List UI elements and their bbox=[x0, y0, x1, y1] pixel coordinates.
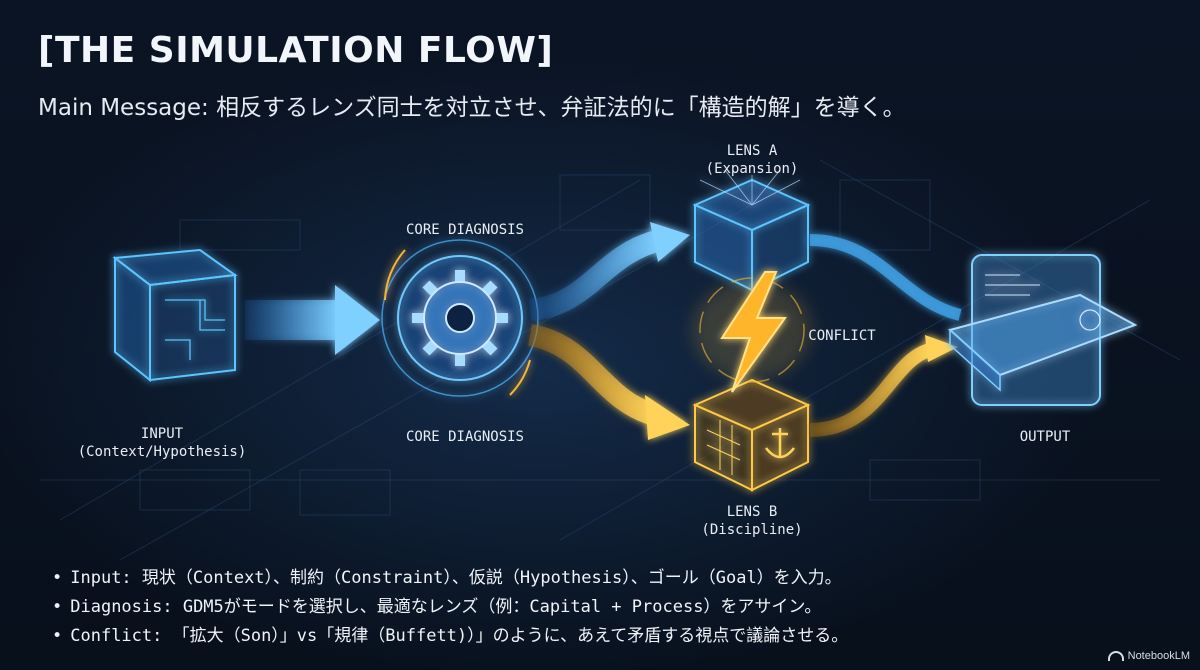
discipline-arrow bbox=[527, 324, 690, 440]
page-title: [THE SIMULATION FLOW] bbox=[38, 30, 554, 71]
core-diagnosis-top-label: CORE DIAGNOSIS bbox=[405, 222, 524, 238]
core-diagnosis-gear-icon bbox=[381, 239, 539, 397]
notebooklm-brand: NotebookLM bbox=[1107, 650, 1190, 662]
lens-a-cube-icon bbox=[692, 169, 811, 292]
lens-a-label: LENS A (Expansion) bbox=[705, 143, 799, 177]
main-message: Main Message: 相反するレンズ同士を対立させ、弁証法的に「構造的解」… bbox=[38, 95, 906, 121]
lens-b-output-arrow bbox=[809, 335, 958, 437]
notebooklm-logo-icon bbox=[1107, 651, 1124, 661]
core-diagnosis-bottom-label: CORE DIAGNOSIS bbox=[405, 429, 524, 445]
bullet-list: Input: 現状（Context）、制約（Constraint）、仮説（Hyp… bbox=[52, 563, 848, 650]
lens-b-label: LENS B (Discipline) bbox=[701, 504, 803, 538]
input-label: INPUT (Context/Hypothesis) bbox=[77, 426, 247, 460]
brand-name: NotebookLM bbox=[1127, 650, 1190, 662]
conflict-label: CONFLICT bbox=[808, 328, 876, 344]
input-cube-icon bbox=[112, 248, 238, 383]
input-arrow bbox=[245, 285, 380, 355]
expansion-arrow bbox=[528, 222, 690, 321]
output-device-icon bbox=[947, 254, 1138, 406]
lens-a-output-arrow bbox=[809, 234, 962, 321]
blueprint-grid bbox=[40, 159, 1181, 561]
conflict-lightning-icon bbox=[692, 271, 812, 393]
output-label: OUTPUT bbox=[1019, 429, 1071, 445]
bullet-conflict: Conflict: 「拡大（Son）」vs「規律（Buffett)）」のように、… bbox=[52, 621, 848, 650]
bullet-input: Input: 現状（Context）、制約（Constraint）、仮説（Hyp… bbox=[52, 563, 848, 592]
lens-b-cube-icon bbox=[692, 378, 811, 492]
bullet-diagnosis: Diagnosis: GDM5がモードを選択し、最適なレンズ（例：Capital… bbox=[52, 592, 848, 621]
